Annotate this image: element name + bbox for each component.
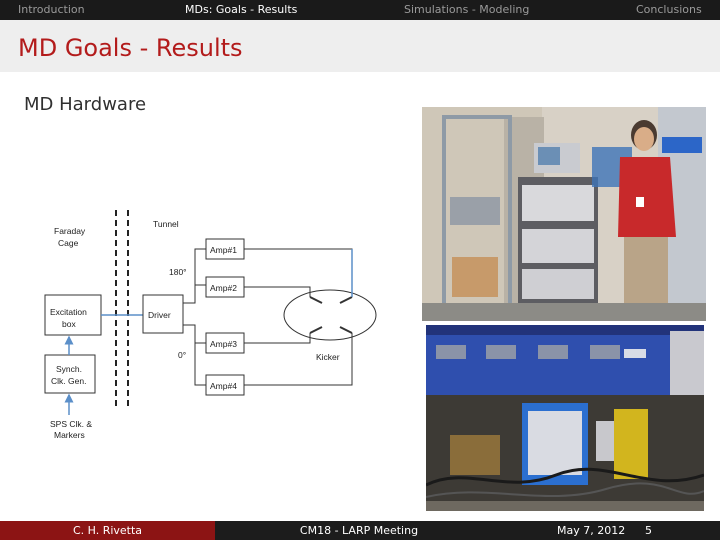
sps-clock-label-1: SPS Clk. &: [50, 419, 92, 429]
nav-conclusions[interactable]: Conclusions: [636, 3, 702, 16]
kicker-plate-4: [339, 326, 353, 334]
faraday-cage-label-2: Cage: [58, 238, 79, 248]
amp3-output-line: [244, 333, 311, 344]
phase-0-label: 0°: [178, 350, 186, 360]
phase-180-label: 180°: [169, 267, 187, 277]
synch-gen-label-1: Synch.: [56, 364, 82, 374]
amp-2-label: Amp#2: [210, 283, 237, 293]
slide-title: MD Goals - Results: [18, 34, 243, 62]
tunnel-label: Tunnel: [153, 219, 179, 229]
faraday-cage-label-1: Faraday: [54, 226, 86, 236]
excitation-box-label-2: box: [62, 319, 76, 329]
excitation-box: [44, 294, 102, 336]
kicker-plate-1: [309, 296, 323, 304]
kicker-plate-3: [309, 326, 323, 334]
kicker-label: Kicker: [316, 352, 340, 362]
amp4-output-line: [244, 333, 353, 386]
driver-label: Driver: [148, 310, 171, 320]
footer-date-page: May 7, 2012 5: [503, 521, 720, 540]
footer-page-number: 5: [645, 524, 652, 537]
tunnel-scene: [426, 325, 704, 511]
lab-scene: [422, 107, 706, 321]
block-title: MD Hardware: [24, 94, 147, 115]
tunnel-kicker-photo: [426, 325, 704, 511]
sps-clock-label-2: Markers: [54, 430, 85, 440]
title-bar: [0, 20, 720, 72]
nav-simulations-modeling[interactable]: Simulations - Modeling: [404, 3, 530, 16]
driver-to-amp1-line: [183, 248, 206, 304]
footer-author: C. H. Rivetta: [0, 521, 215, 540]
lab-equipment-photo: [422, 107, 706, 321]
section-navigation: Introduction MDs: Goals - Results Simula…: [0, 0, 720, 20]
amp-1-label: Amp#1: [210, 245, 237, 255]
footer-event: CM18 - LARP Meeting: [215, 521, 503, 540]
excitation-box-label-1: Excitation: [50, 307, 87, 317]
amp-3-label: Amp#3: [210, 339, 237, 349]
footer-bar: C. H. Rivetta CM18 - LARP Meeting May 7,…: [0, 521, 720, 540]
driver-box: [142, 294, 184, 334]
nav-md-goals-results[interactable]: MDs: Goals - Results: [185, 3, 298, 16]
kicker-plate-2: [339, 296, 353, 304]
amp-4-label: Amp#4: [210, 381, 237, 391]
driver-to-amp4-line: [183, 324, 206, 386]
kicker-ring: [283, 289, 377, 341]
synch-clock-generator-box: [44, 354, 96, 394]
amp2-output-line: [244, 286, 311, 297]
nav-introduction[interactable]: Introduction: [18, 3, 85, 16]
footer-date: May 7, 2012: [557, 524, 626, 537]
synch-gen-label-2: Clk. Gen.: [51, 376, 86, 386]
md-hardware-block-diagram: Faraday Cage Tunnel Excitation box Synch…: [44, 210, 377, 440]
